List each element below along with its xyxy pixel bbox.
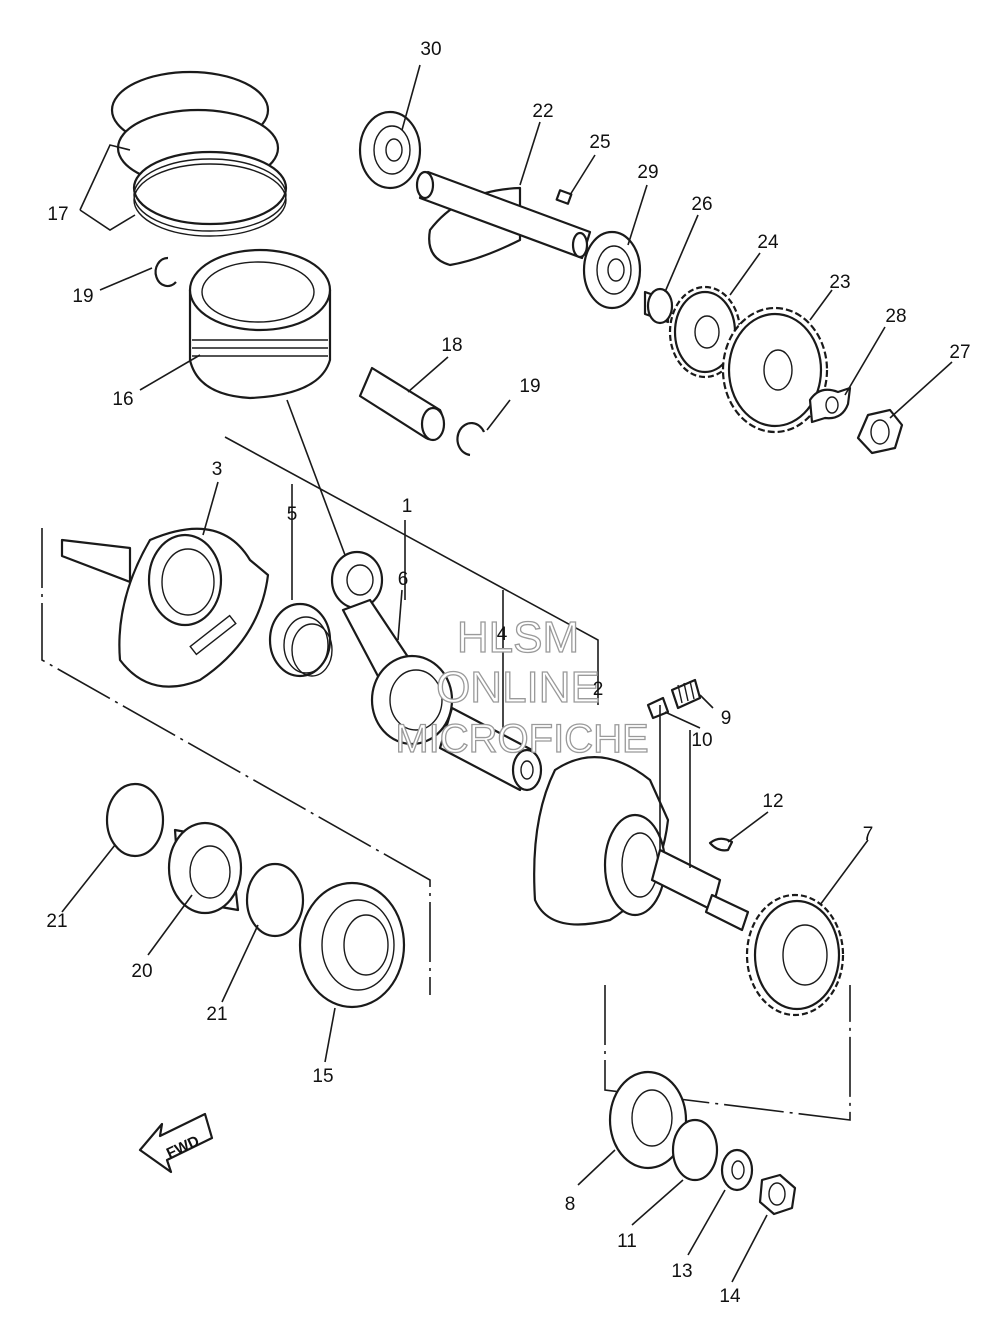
callout-17: 17 [47,204,68,225]
callout-15: 15 [312,1066,333,1087]
connecting-rod [330,550,454,746]
woodruff-key-25 [555,189,573,205]
callout-27: 27 [949,342,970,363]
callout-19-right: 19 [519,376,540,397]
circlip-11 [671,1118,719,1182]
callout-9: 9 [721,708,732,729]
collar-26 [643,287,674,325]
crank-assembly-bracket [41,436,599,995]
callout-6: 6 [398,569,409,590]
crank-pin [438,706,543,792]
plate-8 [608,1070,688,1170]
needle-bearing-5 [268,602,333,678]
piston [188,248,332,400]
bearing-30 [358,110,422,190]
callout-23: 23 [829,272,850,293]
callout-7: 7 [863,824,874,845]
nut-27 [856,408,904,455]
crankshaft-right [533,756,750,932]
callout-14: 14 [719,1286,741,1307]
callout-2: 2 [593,679,604,700]
callout-5: 5 [287,504,298,525]
callout-22: 22 [532,101,553,122]
callout-28: 28 [885,306,906,327]
washer-13 [720,1148,754,1192]
watermark-line-2: ONLINE [436,663,600,712]
callout-4: 4 [497,624,508,645]
leader-lines [61,64,953,1283]
lock-washer-28 [808,386,852,424]
watermark: HLSM ONLINE MICROFICHE [395,612,650,761]
callout-3: 3 [212,459,223,480]
callout-25: 25 [589,132,610,153]
callout-20: 20 [131,961,152,982]
callout-10: 10 [691,730,712,751]
primary-drive-gear-7 [745,893,845,1017]
oil-pump-bracket [604,985,851,1121]
piston-rings [110,70,288,237]
piston-pin-clip-left [154,256,177,288]
callout-18: 18 [441,335,462,356]
oil-seal-20 [167,821,243,915]
callout-8: 8 [565,1194,576,1215]
forward-direction-arrow: FWD [138,1112,214,1174]
bearing-29 [582,230,642,310]
callout-21-right: 21 [206,1004,227,1025]
piston-pin [358,366,446,442]
crankshaft-left [60,527,270,688]
callout-labels: 1 2 3 4 5 6 7 8 9 10 11 12 13 14 15 16 1… [46,39,970,1307]
spring-9 [670,678,702,710]
balancer-driven-gear-23 [721,306,829,434]
plunger-10 [646,696,670,720]
balancer-shaft [415,170,592,267]
callout-13: 13 [671,1261,692,1282]
callout-21-left: 21 [46,911,67,932]
nut-14 [758,1173,797,1216]
circlip-21-right [245,862,305,938]
watermark-line-3: MICROFICHE [395,717,648,761]
crank-bearing-15 [298,881,406,1009]
callout-19-left: 19 [72,286,93,307]
callout-24: 24 [757,232,779,253]
callout-26: 26 [691,194,712,215]
callout-1: 1 [402,496,413,517]
piston-pin-clip-right [456,422,486,457]
callout-30: 30 [420,39,441,60]
watermark-line-1: HLSM [457,613,579,662]
callout-29: 29 [637,162,658,183]
callout-16: 16 [112,389,133,410]
callout-12: 12 [762,791,783,812]
circlip-21-left [105,782,165,858]
callout-11: 11 [617,1231,637,1252]
woodruff-key-12 [708,837,734,852]
